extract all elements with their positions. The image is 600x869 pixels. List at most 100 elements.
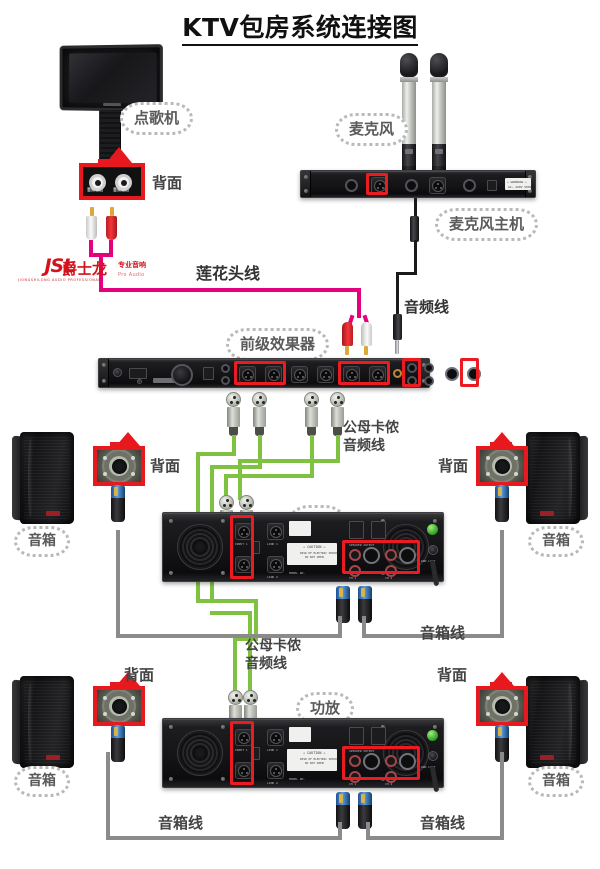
amp-bottom-spec-plate	[289, 727, 311, 742]
label-speaker-top-right: 音箱	[528, 526, 584, 558]
amp-top-breaker-2[interactable]	[371, 521, 386, 539]
fx-xlr-out-1[interactable]	[239, 366, 256, 383]
speaker-top-right-rear-panel	[476, 446, 528, 486]
xlr-plug-fx-1	[226, 392, 241, 436]
label-speaker-top-left-rear: 背面	[150, 457, 181, 475]
speaker-cable-br-1	[500, 752, 504, 840]
amp-bottom-mode-switch[interactable]	[253, 747, 260, 760]
amp-top-mode-switch[interactable]	[253, 541, 260, 554]
speaker-bottom-left	[12, 676, 74, 768]
label-song-machine: 点歌机	[120, 102, 194, 135]
fx-rca-b	[221, 376, 230, 385]
xlr-cable-b7	[248, 643, 252, 695]
receiver-xlr-out-1	[371, 177, 388, 194]
amp-bottom-link-1	[267, 729, 284, 746]
label-speaker-bottom-right: 音箱	[528, 766, 584, 798]
fx-rca-aux-r	[424, 376, 434, 386]
amp-top-speakon-ch1[interactable]	[363, 547, 380, 564]
brand-mark-subtitle: JIONGSHILONG AUDIO PROFESSIONAL	[18, 278, 101, 282]
speakon-plug-bottom-right	[495, 725, 509, 762]
speaker-bottom-right	[526, 676, 588, 768]
brand-tagline-cn: 专业音响	[118, 261, 146, 269]
speaker-cable-bl-2	[106, 836, 342, 840]
audio-cable-jog	[396, 272, 417, 275]
fx-xlr-out-2[interactable]	[265, 366, 282, 383]
xlr-cable-a1	[232, 435, 236, 455]
label-speaker-top-left: 音箱	[14, 526, 70, 558]
amp-bottom-input-1[interactable]	[235, 729, 252, 746]
amp-bottom-breaker-1[interactable]	[349, 727, 364, 745]
song-machine-rear-panel: 音频输出 音频输出	[79, 163, 145, 200]
amp-bottom-out-ch1-pos[interactable]	[349, 755, 361, 767]
label-speaker-bottom-left: 音箱	[14, 766, 70, 798]
amp-top-out-ch2-pos[interactable]	[385, 549, 397, 561]
xlr-cable-d3	[238, 459, 242, 500]
speaker-bottom-right-rear-panel	[476, 686, 528, 726]
fx-rca-in-l[interactable]	[407, 363, 417, 373]
amp-bottom-input-2[interactable]	[235, 762, 252, 779]
amp-fan-left	[177, 730, 223, 776]
receiver-antenna-jack-left	[345, 179, 358, 192]
mic-receiver-unit: ⚠ WARNING ⚠ AC~ 220V 50Hz	[300, 170, 536, 198]
xlr-plug-fx-4	[330, 392, 345, 436]
fx-ts-in-2[interactable]	[467, 367, 481, 381]
audio-cable-lower	[396, 272, 399, 318]
speakon-plug-top-ch2	[358, 586, 372, 623]
receiver-warning-plate: ⚠ WARNING ⚠ AC~ 220V 50Hz	[505, 178, 532, 190]
receiver-mix-out-jack[interactable]	[405, 179, 418, 192]
xlr-cable-c2	[224, 474, 314, 478]
xlr-cable-b3	[210, 465, 214, 505]
fx-fuse-holder	[129, 368, 147, 379]
amplifier-bottom-unit: INPUT 1 INPUT 2 LINK 1 LINK 2 ⚠ CAUTION …	[162, 718, 444, 788]
xlr-cable-d2	[238, 459, 340, 463]
fx-gold-jack	[393, 369, 402, 378]
fx-small-knob	[137, 379, 142, 384]
mic-ring	[430, 77, 448, 82]
amp-top-speakon-ch2[interactable]	[399, 547, 416, 564]
label-xlr-cable-top: 公母卡侬 音频线	[343, 420, 399, 454]
amp-bottom-power-led	[427, 730, 438, 741]
speaker-cable-br-3	[366, 822, 370, 840]
mic-control-section	[402, 144, 416, 166]
amp-top-breaker-1[interactable]	[349, 521, 364, 539]
xlr-cable-a2	[196, 452, 236, 456]
xlr-plug-fx-3	[304, 392, 319, 436]
amp-fan-left	[177, 524, 223, 570]
fx-power-knob[interactable]	[113, 368, 122, 377]
speaker-cable-tl-1	[116, 530, 120, 638]
speaker-cable-tl-2	[116, 634, 342, 638]
amp-top-link-2	[267, 556, 284, 573]
amp-bottom-speakon-ch2[interactable]	[399, 753, 416, 770]
fx-rca-in-r[interactable]	[407, 376, 417, 386]
fx-rca-aux-l	[424, 363, 434, 373]
fx-xlr-out-6[interactable]	[369, 366, 386, 383]
rca-plug-white-effects	[361, 322, 372, 355]
fx-xlr-out-5[interactable]	[343, 366, 360, 383]
receiver-power-switch[interactable]	[487, 180, 497, 191]
rca-plug-red	[106, 207, 117, 240]
amp-top-out-ch1-pos[interactable]	[349, 549, 361, 561]
brand-tagline-en: Pro Audio	[118, 272, 145, 278]
xlr-cable-b5	[210, 611, 252, 615]
speakon-plug-top-right	[495, 485, 509, 522]
xlr-plug-fx-2	[252, 392, 267, 436]
mic-control-section	[432, 144, 446, 166]
mic-grille	[430, 53, 448, 77]
label-speaker-bottom-left-rear: 背面	[124, 666, 155, 684]
amp-bottom-breaker-2[interactable]	[371, 727, 386, 745]
speaker-cable-br-2	[366, 836, 504, 840]
amp-top-input-2[interactable]	[235, 556, 252, 573]
amp-bottom-speakon-ch1[interactable]	[363, 753, 380, 770]
fx-xlr-out-4	[317, 366, 334, 383]
amp-bottom-out-ch2-pos[interactable]	[385, 755, 397, 767]
xlr-cable-a3	[196, 452, 200, 507]
label-speaker-cable-bottom-right: 音箱线	[420, 814, 466, 832]
mic-grille	[400, 53, 418, 77]
rca-cable-horizontal	[99, 288, 361, 292]
amp-top-link-1	[267, 523, 284, 540]
amplifier-top-unit: INPUT 1 INPUT 2 LINK 1 LINK 2 ⚠ CAUTION …	[162, 512, 444, 582]
speaker-top-left-rear-panel	[93, 446, 145, 486]
mic-handle	[432, 82, 446, 144]
amp-top-input-1[interactable]	[235, 523, 252, 540]
ts-plug-effects	[393, 314, 402, 354]
